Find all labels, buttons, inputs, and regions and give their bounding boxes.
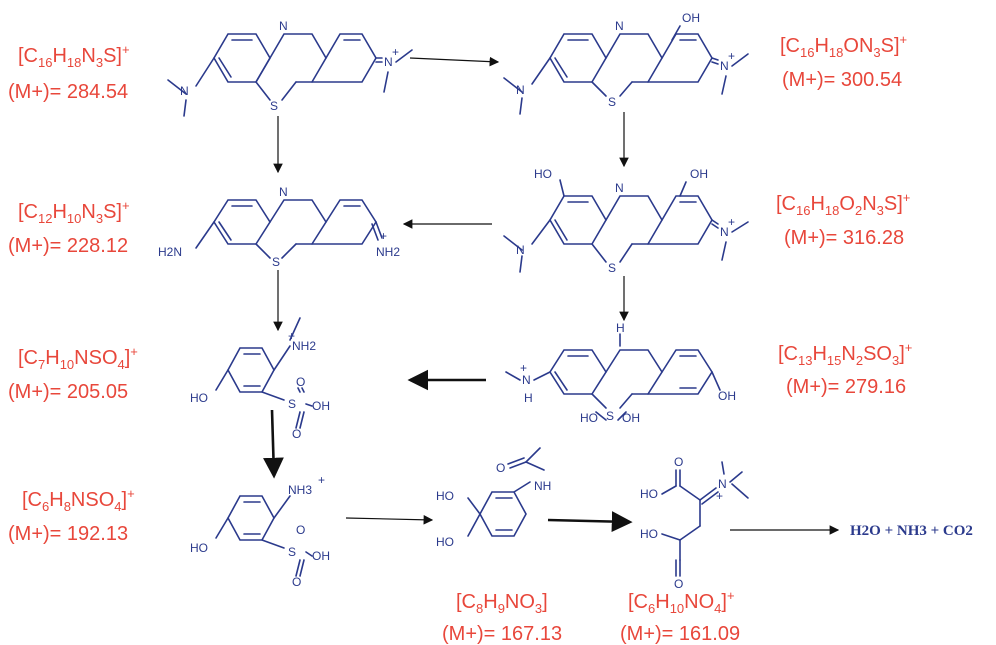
label-c2: [C16H18ON3S]+ (M+)= 300.54 <box>780 32 907 91</box>
label-c9: [C6H10NO4]+ (M+)= 161.09 <box>620 588 740 645</box>
atom-ho: HO <box>436 535 454 549</box>
atom-oh: OH <box>622 411 640 425</box>
atom-nh2: NH2 <box>376 245 400 259</box>
svg-text:[C12H10N3S]+: [C12H10N3S]+ <box>18 198 130 226</box>
mass-c6: (M+)= 279.16 <box>786 376 906 398</box>
atom-h2n: H2N <box>158 245 182 259</box>
structure-c5: HO NH2 + S O O OH <box>190 317 330 441</box>
atom-n: N <box>516 243 525 257</box>
final-products: H2O + NH3 + CO2 <box>850 523 973 539</box>
charge-plus: + <box>380 229 387 243</box>
structure-c4: HO N OH S N N + <box>503 167 749 275</box>
atom-ho: HO <box>190 391 208 405</box>
charge-plus: + <box>728 215 735 229</box>
atom-o: O <box>674 455 683 469</box>
atom-n-plus: N <box>384 55 393 69</box>
atom-s: S <box>288 545 296 559</box>
svg-text:[C7H10NSO4]+: [C7H10NSO4]+ <box>18 344 138 372</box>
label-c7: [C6H8NSO4]+ (M+)= 192.13 <box>8 486 135 545</box>
label-c3: [C12H10N3S]+ (M+)= 228.12 <box>8 198 130 257</box>
atom-n: N <box>615 19 624 33</box>
arrow-c1-to-c2 <box>409 56 500 67</box>
atom-s: S <box>288 397 296 411</box>
label-c6: [C13H15N2SO3]+ (M+)= 279.16 <box>778 340 912 398</box>
charge-plus: + <box>728 49 735 63</box>
mass-c8: (M+)= 167.13 <box>442 623 562 645</box>
mass-c9: (M+)= 161.09 <box>620 623 740 645</box>
atom-ho: HO <box>534 167 552 181</box>
atom-ho: HO <box>580 411 598 425</box>
arrow-c8-to-c9 <box>547 511 633 532</box>
structure-c8: HO HO NH O <box>436 447 551 549</box>
atom-n-plus: N <box>718 477 727 491</box>
charge-plus: + <box>288 329 295 343</box>
structure-c2: N OH S N N + <box>503 11 749 115</box>
atom-ho: HO <box>640 527 658 541</box>
atom-oh: OH <box>682 11 700 25</box>
atom-n: N <box>180 84 189 98</box>
atom-n-plus: N <box>720 59 729 73</box>
atom-h: H <box>524 391 533 405</box>
atom-nh3: NH3 <box>288 483 312 497</box>
atom-ho: HO <box>190 541 208 555</box>
atom-nh: NH <box>534 479 551 493</box>
label-c1: [C16H18N3S]+ (M+)= 284.54 <box>8 42 130 103</box>
charge-plus: + <box>716 489 723 503</box>
atom-n: N <box>279 185 288 199</box>
atom-nh2: NH2 <box>292 339 316 353</box>
charge-plus: + <box>520 361 527 375</box>
atom-s: S <box>608 261 616 275</box>
atom-o: O <box>296 375 305 389</box>
charge-plus: + <box>392 45 399 59</box>
svg-text:[C13H15N2SO3]+: [C13H15N2SO3]+ <box>778 340 912 368</box>
mass-c2: (M+)= 300.54 <box>782 69 902 91</box>
atom-s: S <box>606 409 614 423</box>
atom-n: N <box>615 181 624 195</box>
structure-c9: O HO N + HO O <box>640 455 749 591</box>
mass-c3: (M+)= 228.12 <box>8 235 128 257</box>
atom-o: O <box>292 575 301 589</box>
arrow-c7-to-c8 <box>345 515 434 525</box>
svg-text:[C16H18N3S]+: [C16H18N3S]+ <box>18 42 130 70</box>
svg-text:[C16H18O2N3S]+: [C16H18O2N3S]+ <box>776 190 910 218</box>
atom-oh: OH <box>718 389 736 403</box>
atom-s: S <box>272 255 280 269</box>
arrow-c5-to-c7 <box>263 409 284 479</box>
structure-c1: N S N N + <box>167 19 413 117</box>
atom-h: H <box>616 321 625 335</box>
structure-c7: HO NH3 + S O O OH <box>190 473 330 589</box>
label-c5: [C7H10NSO4]+ (M+)= 205.05 <box>8 344 138 403</box>
mass-c5: (M+)= 205.05 <box>8 381 128 403</box>
mass-c4: (M+)= 316.28 <box>784 227 904 249</box>
atom-oh: OH <box>312 399 330 413</box>
mass-c7: (M+)= 192.13 <box>8 523 128 545</box>
svg-text:[C16H18ON3S]+: [C16H18ON3S]+ <box>780 32 907 60</box>
label-c8: [C8H9NO3] (M+)= 167.13 <box>442 591 562 645</box>
atom-s: S <box>608 95 616 109</box>
atom-s: S <box>270 99 278 113</box>
structure-c6: H N + H S HO OH OH <box>505 321 736 425</box>
atom-oh: OH <box>690 167 708 181</box>
atom-o: O <box>296 523 305 537</box>
charge-plus: + <box>318 473 325 487</box>
atom-n: N <box>279 19 288 33</box>
atom-n-plus: N <box>720 225 729 239</box>
label-c4: [C16H18O2N3S]+ (M+)= 316.28 <box>776 190 910 249</box>
atom-o: O <box>674 577 683 591</box>
svg-text:[C6H10NO4]+: [C6H10NO4]+ <box>628 588 735 616</box>
atom-o: O <box>292 427 301 441</box>
atom-n: N <box>522 373 531 387</box>
atom-ho: HO <box>436 489 454 503</box>
mass-c1: (M+)= 284.54 <box>8 81 128 103</box>
atom-oh: OH <box>312 549 330 563</box>
atom-n: N <box>516 83 525 97</box>
structure-c3: N S H2N NH2 + <box>158 185 400 269</box>
svg-text:[C6H8NSO4]+: [C6H8NSO4]+ <box>22 486 135 514</box>
atom-ho: HO <box>640 487 658 501</box>
svg-text:[C8H9NO3]: [C8H9NO3] <box>456 591 548 616</box>
atom-o: O <box>496 461 505 475</box>
